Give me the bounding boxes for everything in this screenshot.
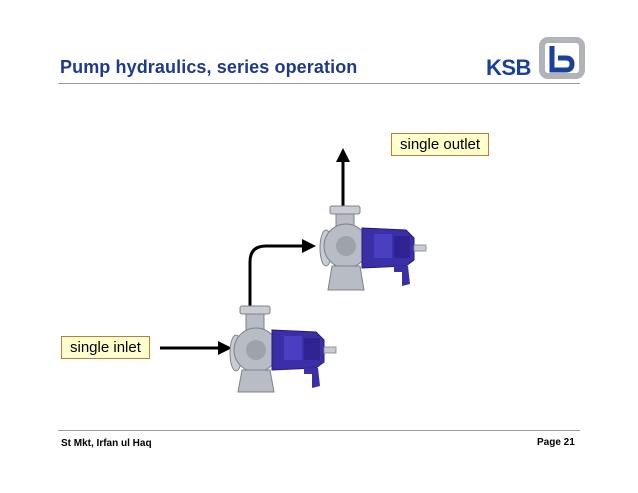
title-divider — [58, 83, 580, 84]
page-number: Page 21 — [537, 437, 575, 448]
slide-title: Pump hydraulics, series operation — [60, 57, 358, 77]
outlet-arrow-icon — [336, 148, 350, 210]
brand-name: KSB — [486, 55, 531, 80]
outlet-label: single outlet — [391, 133, 490, 156]
footer-divider — [58, 430, 580, 431]
connecting-arrow-icon — [248, 239, 316, 308]
pump-icon — [319, 205, 427, 291]
pump-icon — [229, 305, 337, 393]
footer-author: St Mkt, Irfan ul Haq — [61, 438, 152, 449]
ksb-logo-icon — [539, 37, 585, 79]
inlet-arrow-icon — [160, 341, 232, 355]
ksb-logo: KSB — [486, 36, 586, 80]
inlet-label: single inlet — [61, 336, 150, 359]
